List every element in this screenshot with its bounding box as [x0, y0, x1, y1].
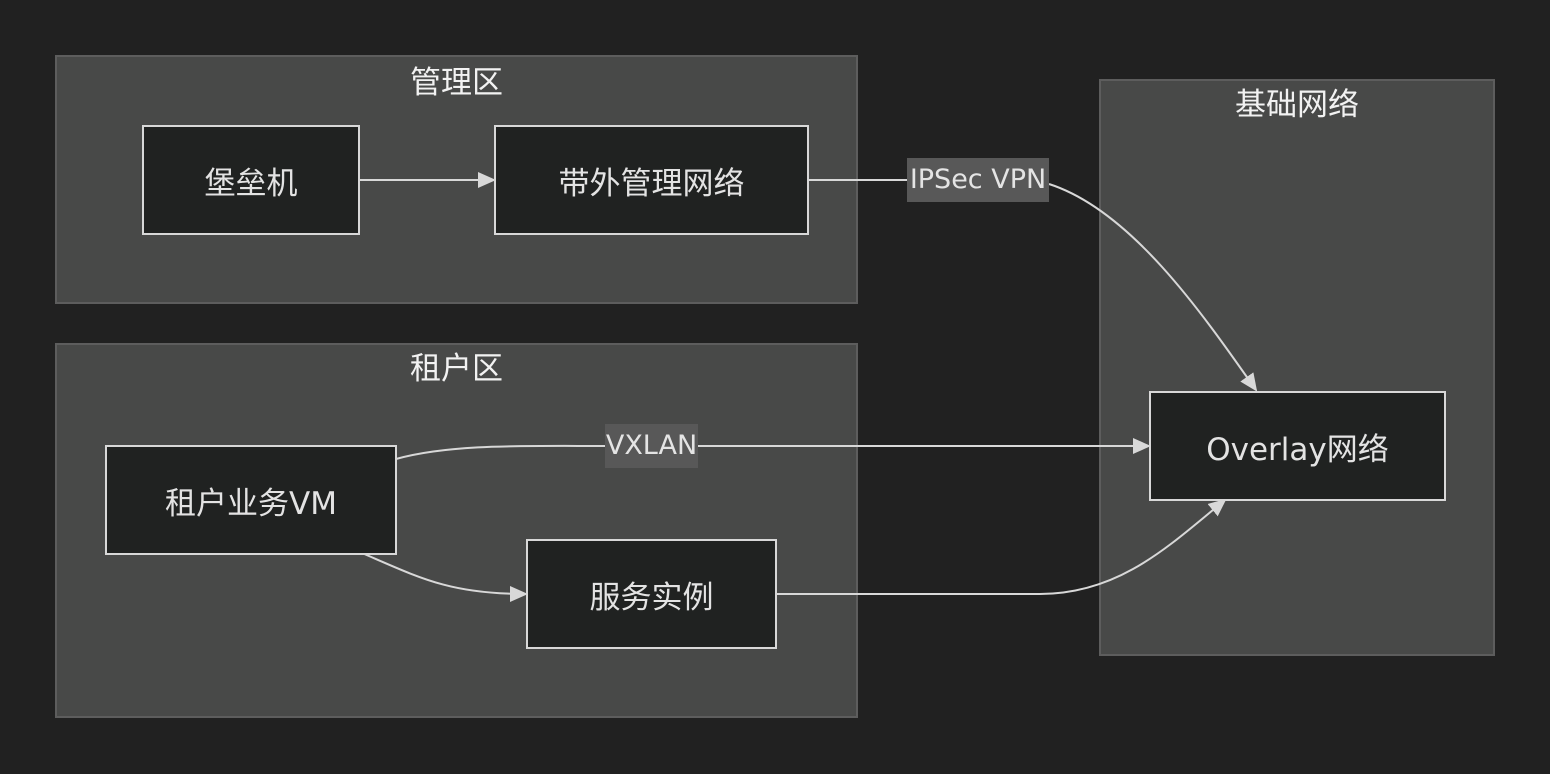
edge-label-ipsec-vpn: IPSec VPN	[907, 158, 1049, 202]
tenant-vm-label: 租户业务VM	[165, 485, 337, 522]
infra-network-cluster: 基础网络	[1099, 79, 1495, 656]
service-instance-label: 服务实例	[589, 579, 714, 616]
oob-management-network-node[interactable]: 带外管理网络	[494, 125, 809, 235]
service-instance-node[interactable]: 服务实例	[526, 539, 777, 649]
bastion-host-label: 堡垒机	[204, 165, 298, 202]
oob-management-network-label: 带外管理网络	[558, 165, 745, 202]
infra-network-title: 基础网络	[1235, 87, 1359, 123]
tenant-zone-title: 租户区	[410, 351, 503, 387]
edge-label-vxlan: VXLAN	[605, 424, 698, 468]
management-zone-title: 管理区	[410, 65, 503, 101]
tenant-vm-node[interactable]: 租户业务VM	[105, 445, 397, 555]
overlay-network-label: Overlay网络	[1206, 431, 1389, 468]
bastion-host-node[interactable]: 堡垒机	[142, 125, 360, 235]
overlay-network-node[interactable]: Overlay网络	[1149, 391, 1446, 501]
